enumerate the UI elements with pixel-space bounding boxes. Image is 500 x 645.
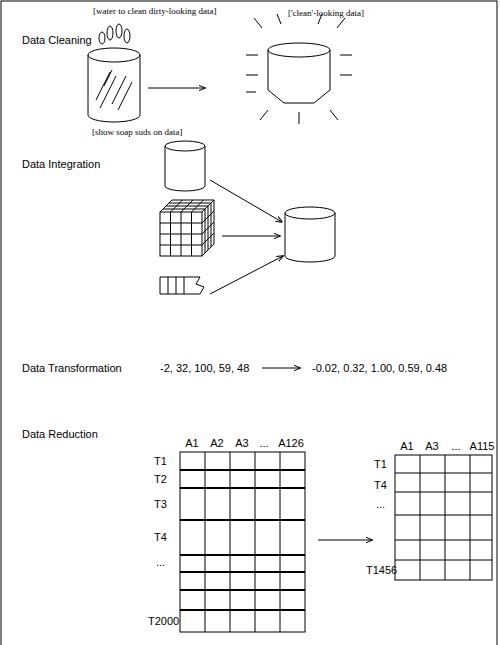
- arrow: [210, 256, 283, 294]
- arrow: [318, 540, 372, 541]
- column-header: A3: [235, 437, 248, 449]
- row-header: T4: [374, 479, 387, 491]
- row-header: T1456: [366, 564, 397, 576]
- arrow: [262, 368, 300, 369]
- row-header: T1: [154, 455, 167, 467]
- illustration-note: [show soap suds on data]: [92, 127, 183, 137]
- arrow: [222, 236, 280, 237]
- arrow: [210, 180, 282, 222]
- section-heading: Data Cleaning: [22, 34, 92, 46]
- column-header: A126: [278, 437, 304, 449]
- value-list: -2, 32, 100, 59, 48: [160, 362, 249, 374]
- data-cube: [160, 200, 214, 256]
- database-cylinder: [165, 141, 205, 191]
- column-header: A115: [470, 440, 495, 452]
- row-header: T2000: [148, 615, 179, 627]
- illustration-note: ['clean'-looking data]: [288, 8, 364, 18]
- dirty-cylinder: [88, 48, 140, 122]
- arrow: [148, 88, 205, 89]
- row-header: ...: [376, 498, 385, 510]
- row-header: T4: [154, 531, 167, 543]
- row-header: T2: [154, 473, 167, 485]
- column-header: A3: [425, 440, 438, 452]
- shine-rays: [246, 14, 352, 124]
- target-cylinder: [285, 207, 335, 262]
- flat-file: [160, 277, 204, 294]
- value-list: -0.02, 0.32, 1.00, 0.59, 0.48: [312, 362, 447, 374]
- section-heading: Data Integration: [22, 158, 100, 170]
- full-table: [180, 452, 305, 632]
- column-header: A1: [400, 440, 413, 452]
- reduced-table: [395, 455, 492, 580]
- column-header: ...: [259, 437, 268, 449]
- water-drops: [99, 24, 130, 44]
- row-header: T1: [374, 458, 387, 470]
- clean-cylinder: [268, 43, 330, 103]
- section-heading: Data Reduction: [22, 428, 98, 440]
- column-header: A2: [210, 437, 223, 449]
- column-header: A1: [185, 437, 198, 449]
- row-header: ...: [156, 556, 165, 568]
- illustration-note: [water to clean dirty-looking data]: [93, 6, 216, 16]
- column-header: ...: [451, 440, 460, 452]
- row-header: T3: [154, 498, 167, 510]
- section-heading: Data Transformation: [22, 362, 122, 374]
